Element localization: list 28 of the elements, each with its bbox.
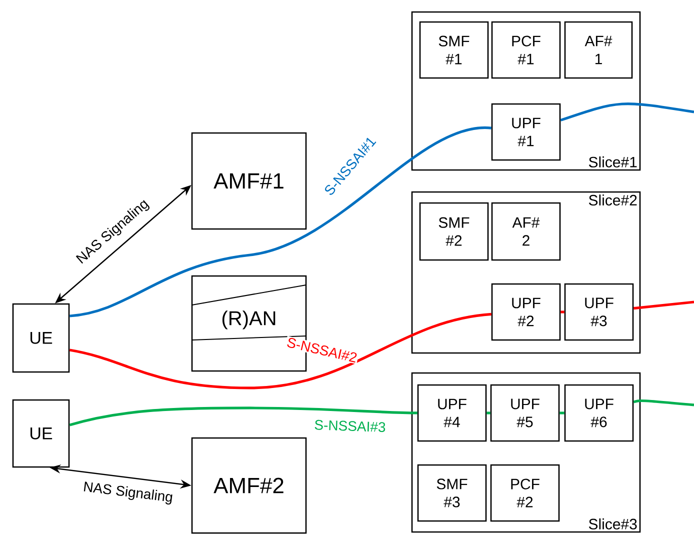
path-line xyxy=(560,102,694,122)
edge-label: NAS Signaling xyxy=(81,480,175,506)
network-box: UE xyxy=(12,399,70,468)
network-box: UE xyxy=(12,303,70,373)
function-box: UPF #6 xyxy=(564,384,634,442)
network-box: AMF#1 xyxy=(191,132,307,230)
path-line xyxy=(69,312,492,390)
function-box: UPF #4 xyxy=(417,384,487,442)
function-box: SMF #1 xyxy=(419,21,489,79)
path-line xyxy=(486,412,490,414)
function-box: PCF #1 xyxy=(491,21,561,79)
path-line xyxy=(633,399,694,406)
edge-label: S-NSSAI#3 xyxy=(313,418,387,434)
path-line xyxy=(560,310,564,314)
function-box: UPF #3 xyxy=(564,283,634,341)
function-box: UPF #5 xyxy=(490,384,560,442)
path-line xyxy=(69,406,418,426)
function-box: UPF #1 xyxy=(491,103,561,161)
function-box: AF# 1 xyxy=(564,21,633,79)
function-box: SMF #3 xyxy=(417,464,487,522)
path-line xyxy=(634,300,694,310)
function-box: PCF #2 xyxy=(490,464,560,522)
path-line xyxy=(560,412,564,414)
network-box: AMF#2 xyxy=(191,437,307,534)
function-box: SMF #2 xyxy=(419,202,489,261)
path-line xyxy=(70,126,492,318)
function-box: UPF #2 xyxy=(491,283,561,341)
function-box: AF# 2 xyxy=(491,202,561,261)
